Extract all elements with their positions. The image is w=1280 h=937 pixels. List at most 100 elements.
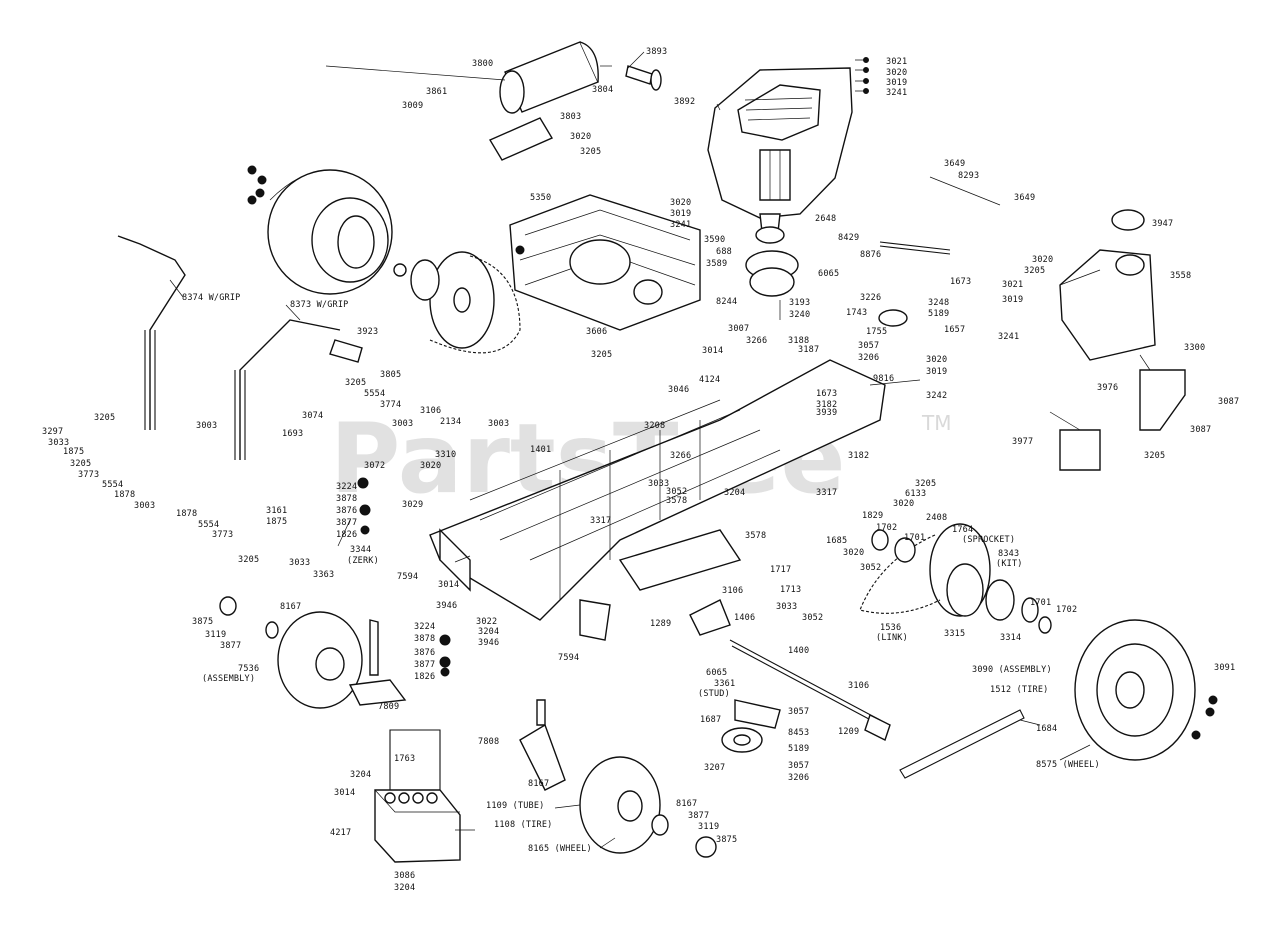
part-label: 3205	[591, 350, 612, 360]
part-label: 3020	[886, 68, 907, 78]
part-label: 3800	[472, 59, 493, 69]
part-label: 3091	[1214, 663, 1235, 673]
part-label: 3774	[380, 400, 401, 410]
part-label: 6065	[706, 668, 727, 678]
part-label: 3161	[266, 506, 287, 516]
part-label: 5554	[198, 520, 219, 530]
part-label: 1673	[816, 389, 837, 399]
drive-sprocket-left	[393, 251, 521, 354]
part-label: 3090 (ASSEMBLY)	[972, 665, 1052, 675]
caster-wheel-bottom	[519, 699, 717, 858]
part-label: 3003	[488, 419, 509, 429]
part-label: 1875	[63, 447, 84, 457]
part-label: 3007	[728, 324, 749, 334]
handle-bar-left	[117, 235, 363, 460]
part-label: 3224	[336, 482, 357, 492]
part-label: 6065	[818, 269, 839, 279]
part-label: 3773	[78, 470, 99, 480]
part-label: 3878	[414, 634, 435, 644]
part-label: 1755	[866, 327, 887, 337]
part-label: 3877	[414, 660, 435, 670]
part-label: 3266	[670, 451, 691, 461]
part-label: 1826	[414, 672, 435, 682]
part-label: 1401	[530, 445, 551, 455]
part-label: 3057	[788, 761, 809, 771]
part-label: 3033	[289, 558, 310, 568]
part-label: 7809	[378, 702, 399, 712]
part-label: 3205	[915, 479, 936, 489]
part-label: 3877	[220, 641, 241, 651]
part-label: (ASSEMBLY)	[202, 674, 255, 684]
part-label: 3300	[1184, 343, 1205, 353]
part-label: 1878	[114, 490, 135, 500]
part-label: 3020	[570, 132, 591, 142]
part-label: 3224	[414, 622, 435, 632]
part-label: 1764	[952, 525, 973, 535]
part-label: 1400	[788, 646, 809, 656]
part-label: 3773	[212, 530, 233, 540]
part-label: 1512 (TIRE)	[990, 685, 1049, 695]
leader-lines	[169, 51, 1151, 849]
part-label: 1829	[862, 511, 883, 521]
part-label: 1693	[282, 429, 303, 439]
part-label: 3876	[336, 506, 357, 516]
part-label: 8167	[280, 602, 301, 612]
part-label: 5189	[928, 309, 949, 319]
part-label: 3205	[345, 378, 366, 388]
engine	[707, 67, 853, 233]
part-label: (ZERK)	[347, 556, 379, 566]
hardware	[247, 57, 1218, 740]
part-label: 3119	[205, 630, 226, 640]
part-label: 3206	[858, 353, 879, 363]
part-label: 3590	[704, 235, 725, 245]
part-label: 1108 (TIRE)	[494, 820, 553, 830]
part-label: 1406	[734, 613, 755, 623]
part-label: 3014	[702, 346, 723, 356]
part-label: 3022	[476, 617, 497, 627]
part-label: 1209	[838, 727, 859, 737]
part-label: 3205	[580, 147, 601, 157]
transmission	[509, 194, 701, 331]
part-label: 5350	[530, 193, 551, 203]
part-label: 3204	[394, 883, 415, 893]
part-label: 1702	[876, 523, 897, 533]
part-label: 3014	[438, 580, 459, 590]
part-label: (LINK)	[876, 633, 908, 643]
rear-wheel-left	[267, 169, 393, 295]
part-label: 3266	[746, 336, 767, 346]
part-label: 3976	[1097, 383, 1118, 393]
frame	[429, 359, 886, 641]
watermark-trademark: TM	[921, 411, 951, 435]
part-label: 3106	[848, 681, 869, 691]
part-label: 3649	[1014, 193, 1035, 203]
part-label: 7594	[558, 653, 579, 663]
part-label: 3805	[380, 370, 401, 380]
part-label: 3188	[788, 336, 809, 346]
part-label: 3182	[848, 451, 869, 461]
part-label: 3052	[802, 613, 823, 623]
part-label: 1684	[1036, 724, 1057, 734]
battery	[374, 729, 461, 863]
part-label: 3020	[893, 499, 914, 509]
part-label: 3020	[926, 355, 947, 365]
part-label: 3248	[928, 298, 949, 308]
part-label: 8244	[716, 297, 737, 307]
part-label: 3939	[816, 408, 837, 418]
part-label: 3241	[886, 88, 907, 98]
part-label: 1687	[700, 715, 721, 725]
part-label: 3240	[789, 310, 810, 320]
part-label: 3020	[1032, 255, 1053, 265]
part-label: 6133	[905, 489, 926, 499]
part-label: 3297	[42, 427, 63, 437]
part-label: 2408	[926, 513, 947, 523]
part-label: 1763	[394, 754, 415, 764]
part-label: 1657	[944, 325, 965, 335]
part-label: 8575 (WHEEL)	[1036, 760, 1100, 770]
muffler	[488, 41, 662, 161]
part-label: 3204	[478, 627, 499, 637]
part-label: 5554	[102, 480, 123, 490]
part-label: 3876	[414, 648, 435, 658]
part-label: 4217	[330, 828, 351, 838]
part-label: 3861	[426, 87, 447, 97]
